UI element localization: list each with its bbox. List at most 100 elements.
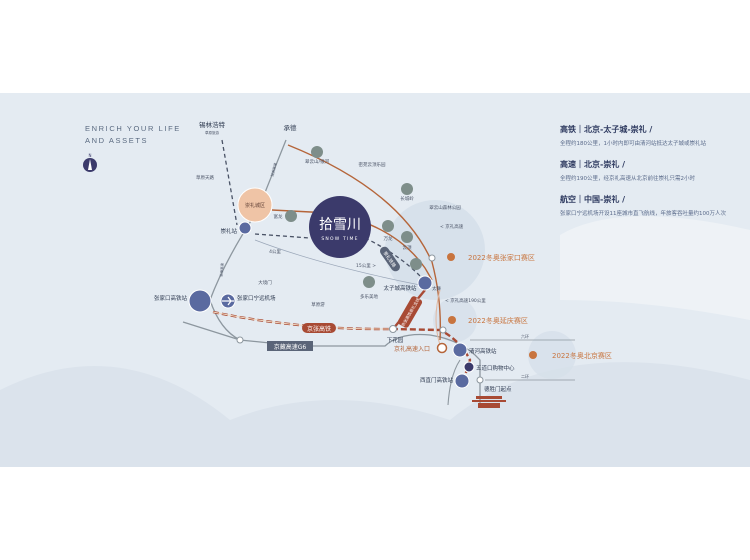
map-shape (472, 400, 506, 402)
project-marker[interactable]: 拾雪川 SNOW TIME (309, 196, 371, 258)
fulong-label: 富龙 (274, 213, 283, 220)
info-air-desc: 张家口宁远机场开设11座城市直飞航线，年旅客吞吐量约100万人次 (560, 211, 726, 217)
km4-label: 4公里 (269, 249, 281, 255)
info-road-title: 高速｜北京-崇礼 / (560, 160, 626, 169)
chongli-station-icon (238, 221, 252, 235)
chongli-station-label: 崇礼站 (220, 227, 237, 235)
map-shape (382, 220, 394, 232)
info-rail-desc: 全程约180公里，1小时内即可由清河站抵达太子城或崇礼站 (560, 141, 706, 147)
wanlong-label: 万龙 (384, 235, 393, 242)
map-shape (428, 254, 436, 262)
map-shape (380, 246, 400, 272)
map: N 崇礼城区 拾雪川 SNOW TIME 崇礼铁路 京张高铁崇礼支线 锡林浩特 … (0, 93, 750, 467)
xizhimen-station-icon (454, 373, 470, 389)
map-shape (389, 325, 397, 333)
dajingmen-label: 大境门 (258, 279, 272, 286)
zjk-station-label: 张家口高铁站 (154, 294, 188, 302)
caoyuan-label: 草原游 (311, 301, 325, 308)
jingzhang-label: 京张高铁 (307, 325, 331, 333)
map-shape (439, 326, 447, 334)
ring2-label: 二环 (521, 374, 529, 379)
map-shape (212, 311, 394, 330)
map-shape (478, 403, 500, 408)
map-shape (88, 159, 92, 170)
ring6-label: 六环 (521, 333, 529, 339)
map-shape (188, 221, 475, 389)
map-shape (364, 237, 423, 279)
yunding-label: 云顶 (403, 245, 412, 251)
yanqing-label: 2022冬奥延庆赛区 (468, 316, 528, 325)
zjk-airport-label: 张家口宁远机场 (237, 294, 276, 302)
map-shape (447, 253, 537, 359)
name-en-label: SNOW TIME (321, 236, 358, 242)
chengde-label: 承德 (284, 123, 298, 132)
map-shape (401, 183, 413, 195)
jingli-entry-label: 京礼高速入口 (394, 345, 430, 353)
map-shape (435, 289, 441, 346)
xizhimen-label: 西直门高铁站 (420, 376, 454, 384)
xilinhot-label: 锡林浩特 (199, 120, 226, 129)
map-shape (410, 258, 422, 270)
map-shape (401, 231, 413, 243)
taizicheng-station-icon (417, 275, 433, 291)
map-shape (448, 316, 456, 324)
map-shape (529, 351, 537, 359)
map-shape (302, 323, 336, 333)
map-shape (447, 253, 455, 261)
map-shape (311, 146, 323, 158)
qinghe-label: 清河高铁站 (469, 347, 497, 355)
map-shape (285, 210, 297, 222)
map-shape (254, 239, 421, 286)
map-shape (221, 139, 238, 226)
taizicheng-label: 太子城高铁站 (383, 284, 417, 292)
qinghe-station-icon (452, 342, 468, 358)
map-shape (182, 321, 241, 341)
deshengmen-label: 德胜门起点 (484, 385, 512, 393)
chongli-city-marker (237, 187, 273, 223)
transport-info: 高铁｜北京-太子城-崇礼 / 全程约180公里，1小时内即可由清河站抵达太子城或… (560, 124, 730, 229)
info-air-title: 航空｜中国-崇礼 / (560, 195, 626, 204)
info-rail-title: 高铁｜北京-太子城-崇礼 / (560, 125, 653, 134)
changcheng-label: 长城岭 (400, 195, 414, 202)
map-shape (222, 296, 234, 306)
compass-icon: N (83, 153, 97, 172)
map-shape (476, 396, 502, 399)
map-shape (363, 276, 375, 288)
tiananmen-icon (472, 396, 506, 408)
jingli-label: < 京礼高速 (440, 223, 464, 230)
map-shape (447, 359, 461, 406)
km15-label: 15公里 > (356, 263, 376, 269)
map-shape (309, 196, 371, 258)
map-shape: 锡林浩特 草原旅游 承德 草原天路 翠云山/银河 富龙 密苑云顶乐园 长城岭 翠… (154, 120, 529, 393)
map-shape (528, 331, 576, 379)
jingli-entry-node (436, 342, 448, 354)
g6-label: 京藏高速G6 (274, 343, 307, 351)
map-shape (287, 144, 441, 341)
mall-icon (463, 361, 475, 373)
tagline: ENRICH YOUR LIFE AND ASSETS (85, 123, 181, 147)
label-label: N (89, 153, 92, 158)
cuiyun-label: 翠云山/银河 (305, 158, 330, 165)
road-v1-label: 张承高速 (218, 262, 224, 277)
map-shape (470, 339, 575, 381)
wudaokou-label: 五道口购物中心 (476, 364, 515, 372)
taiwu-label: 太舞 (432, 285, 441, 292)
zjk-station-icon (188, 289, 212, 313)
map-shape (254, 233, 311, 239)
map-shape (285, 146, 422, 288)
map-shape (560, 216, 750, 320)
duole-label: 多乐美地 (360, 293, 378, 300)
map-shape (267, 341, 313, 351)
info-road-desc: 全程约190公里，经京礼高速从北京前往崇礼只需2小时 (560, 176, 695, 182)
xiahuayuan-label: 下花园 (387, 336, 404, 344)
road-v2-label: 延崇高速 (269, 162, 278, 177)
map-shape: 2022冬奥张家口赛区 2022冬奥延庆赛区 2022冬奥北京赛区 (468, 253, 612, 360)
map-shape (397, 296, 423, 328)
miyuan-label: 密苑云顶乐园 (359, 161, 386, 168)
zjk-label: 2022冬奥张家口赛区 (468, 253, 535, 262)
beijing-label: 2022冬奥北京赛区 (552, 351, 612, 360)
jingli190-label: < 京礼高速190公里 (445, 297, 486, 304)
line1-label: ENRICH YOUR LIFE (85, 124, 181, 133)
map-shape (0, 362, 750, 467)
name-label: 拾雪川 (319, 217, 361, 233)
